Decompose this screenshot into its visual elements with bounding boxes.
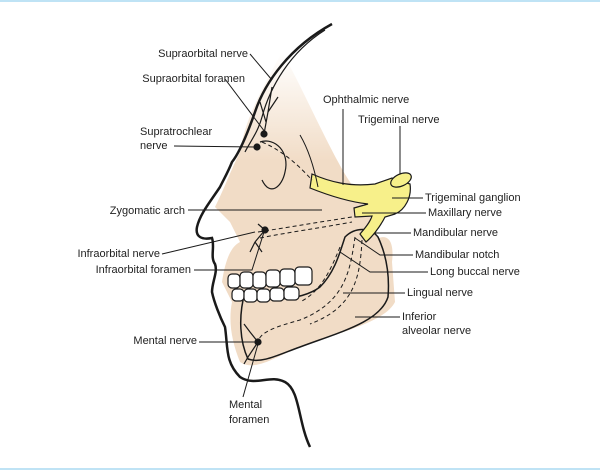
- trigeminal-nerve-root: [390, 172, 412, 188]
- label-ophthalmic-nerve: Ophthalmic nerve: [323, 94, 410, 106]
- nerve-branches: [243, 86, 279, 365]
- label-mandibular-nerve: Mandibular nerve: [413, 227, 498, 239]
- label-mental-foramen: foramen: [229, 414, 270, 426]
- label-trigeminal-nerve: Trigeminal nerve: [358, 114, 440, 126]
- leader-lines: [161, 53, 428, 398]
- label-mental-nerve: Mental nerve: [133, 335, 197, 347]
- label-lingual-nerve: Lingual nerve: [407, 287, 474, 299]
- label-maxillary-nerve: Maxillary nerve: [428, 207, 502, 219]
- label-long-buccal-nerve: Long buccal nerve: [430, 266, 520, 278]
- head-outline: [195, 22, 333, 448]
- mandible: [239, 228, 390, 361]
- label-infraorbital-foramen: Infraorbital foramen: [95, 264, 191, 276]
- temporal-line: [299, 134, 319, 188]
- label-inferior: Inferior: [402, 311, 437, 323]
- label-infraorbital-nerve: Infraorbital nerve: [77, 248, 160, 260]
- label-supratrochlear-nerve: nerve: [140, 140, 168, 152]
- label-trigeminal-ganglion: Trigeminal ganglion: [425, 192, 521, 204]
- label-zygomatic-arch: Zygomatic arch: [109, 205, 185, 217]
- orbit: [259, 140, 287, 190]
- label-supraorbital-nerve: Supraorbital nerve: [158, 48, 248, 60]
- teeth: [227, 266, 313, 303]
- label-supratrochlear: Supratrochlear: [140, 126, 213, 138]
- label-mental: Mental: [229, 399, 263, 411]
- label-mandibular-notch: Mandibular notch: [415, 249, 500, 261]
- label-alveolar-nerve: alveolar nerve: [402, 325, 472, 337]
- label-supraorbital-foramen: Supraorbital foramen: [142, 73, 245, 85]
- trigeminal-ganglion: [309, 173, 411, 243]
